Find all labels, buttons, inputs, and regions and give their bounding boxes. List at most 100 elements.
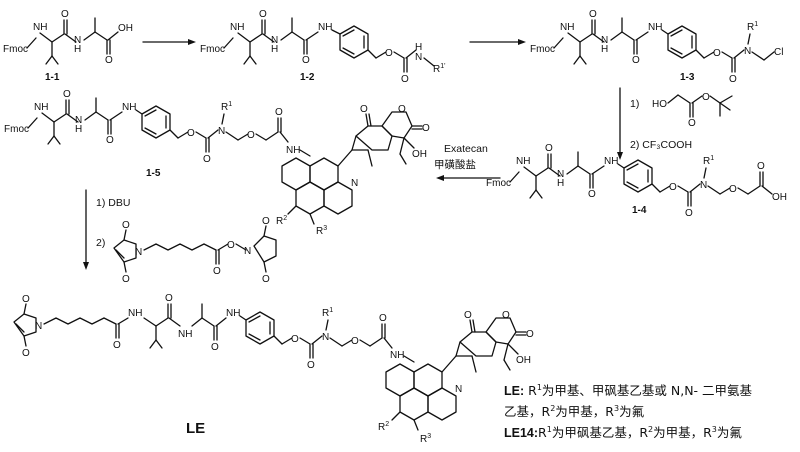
anilide-nh-label: NH	[604, 156, 618, 167]
anilide-nh-label: NH	[122, 102, 136, 113]
carbamate-o-label: O	[713, 48, 721, 59]
acid-o-label: O	[105, 55, 113, 66]
h-label: H	[75, 124, 82, 135]
ester-o-label: O	[213, 266, 221, 277]
exatecan-nh-label: NH	[286, 145, 300, 156]
nhs-o-label: O	[227, 240, 235, 251]
nh-label: NH	[128, 308, 142, 319]
hydroxyl-oh-label: OH	[516, 355, 531, 366]
glycolate-o-label: O	[688, 118, 696, 129]
carbamate-carbonyl-o-label: O	[401, 74, 409, 85]
compound-1-2-label: 1-2	[300, 72, 315, 83]
amide-o-label: O	[106, 135, 114, 146]
carbamate-o-label: O	[385, 48, 393, 59]
lactam-o-label: O	[464, 310, 472, 321]
glycolate-ho-label: HO	[652, 99, 667, 110]
lactam-o-label: O	[360, 104, 368, 115]
chloro-label: Cl	[774, 47, 783, 58]
nh-label: NH	[560, 22, 574, 33]
carbamate-o-label: O	[669, 182, 677, 193]
h-label: H	[601, 44, 608, 55]
fmoc-group-label: Fmoc	[530, 44, 555, 55]
arrow-1-2-to-1-3	[469, 39, 526, 45]
compound-1-5-structure: Fmoc NH O N H O NH O O N R1 O	[4, 89, 430, 237]
lactone-carbonyl-o-label: O	[526, 329, 534, 340]
carbonyl-o-label: O	[63, 89, 71, 100]
fmoc-group-label: Fmoc	[486, 178, 511, 189]
exatecan-label: Exatecan	[444, 143, 488, 155]
exatecan-core: O O O OH N R2 R3	[276, 104, 430, 237]
amide-o3-label: O	[379, 313, 387, 324]
amide-o-label: O	[113, 340, 121, 351]
fmoc-group-label: Fmoc	[200, 44, 225, 55]
compound-1-2-structure: Fmoc NH O N H O NH O O H N R1' 1-2	[200, 9, 445, 85]
exatecan-core: O O O OH N R2 R3	[378, 310, 534, 445]
carbamate-n-label: N	[700, 180, 707, 191]
lactone-carbonyl-o-label: O	[422, 123, 430, 134]
carbamate-carbonyl-o-label: O	[307, 360, 315, 371]
h-label: H	[557, 178, 564, 189]
fmoc-group-label: Fmoc	[3, 44, 28, 55]
carbamate-o-label: O	[187, 128, 195, 139]
arrow-1-5-to-le: 1) DBU 2) O O N O O N O O	[83, 189, 277, 285]
lactone-o-label: O	[502, 310, 510, 321]
maleimide-o1-label: O	[22, 294, 30, 305]
r2-label: R2	[378, 421, 389, 433]
n-label: N	[74, 35, 81, 46]
h-label: H	[271, 44, 278, 55]
acid-oh-label: OH	[772, 192, 787, 203]
nh-label: NH	[178, 329, 192, 340]
amide-o2-label: O	[211, 342, 219, 353]
n-label: N	[75, 115, 82, 126]
carbamate-carbonyl-o-label: O	[685, 208, 693, 219]
r1-label: R1	[322, 307, 333, 319]
amide-o-label: O	[632, 55, 640, 66]
carbonyl-o-label: O	[259, 9, 267, 20]
carbamate-carbonyl-o-label: O	[729, 74, 737, 85]
carbamate-carbonyl-o-label: O	[203, 154, 211, 165]
nh-label: NH	[230, 22, 244, 33]
legend-le14: LE14:R1为甲砜基乙基，R2为甲基，R3为氟	[504, 424, 742, 440]
acid-o-label: O	[757, 161, 765, 172]
quinoline-n-label: N	[455, 384, 462, 395]
maleimide-o1-label: O	[122, 220, 130, 231]
amide-o2-label: O	[275, 107, 283, 118]
maleimide-o2-label: O	[122, 274, 130, 285]
compound-1-1-label: 1-1	[45, 72, 60, 83]
quinoline-n-label: N	[351, 178, 358, 189]
glycolate-ester-o-label: O	[702, 92, 710, 103]
carbamate-n-label: N	[218, 126, 225, 137]
compound-1-5-label: 1-5	[146, 168, 161, 179]
amide-o-label: O	[588, 189, 596, 200]
exatecan-salt-label: 甲磺酸盐	[434, 158, 476, 171]
n-label: N	[557, 169, 564, 180]
compound-le-structure: O O N O NH O NH O NH O O N	[13, 293, 534, 445]
r3-label: R3	[316, 225, 327, 237]
r1-prime-label: R1'	[433, 63, 445, 75]
step1-label: 1)	[630, 98, 639, 110]
nh-label: NH	[516, 156, 530, 167]
maleimide-n-label: N	[135, 247, 142, 258]
compound-1-3-label: 1-3	[680, 72, 695, 83]
nh-label: NH	[34, 102, 48, 113]
r1-label: R1	[747, 21, 758, 33]
ether-o-label: O	[729, 184, 737, 195]
carbamate-n-label: N	[415, 52, 422, 63]
acid-oh-label: OH	[118, 23, 133, 34]
compound-1-3-structure: Fmoc NH O N H O NH O O N R1 Cl 1-3	[530, 9, 783, 85]
legend-le-line2: 乙基，R2为甲基，R3为氟	[504, 403, 645, 419]
fmoc-group-label: Fmoc	[4, 124, 29, 135]
compound-1-4-label: 1-4	[632, 205, 647, 216]
carbonyl-o-label: O	[545, 143, 553, 154]
carbonyl-o-label: O	[61, 9, 69, 20]
r1-label: R1	[703, 155, 714, 167]
lactone-o-label: O	[398, 104, 406, 115]
maleimide-o2-label: O	[22, 348, 30, 359]
nhs-o1-label: O	[262, 216, 270, 227]
ether-o-label: O	[247, 130, 255, 141]
nhs-n-label: N	[244, 246, 251, 257]
arrow-1-1-to-1-2	[142, 39, 196, 45]
step2-label: 2) CF₃COOH	[630, 139, 692, 151]
nh-label: H	[74, 44, 81, 55]
